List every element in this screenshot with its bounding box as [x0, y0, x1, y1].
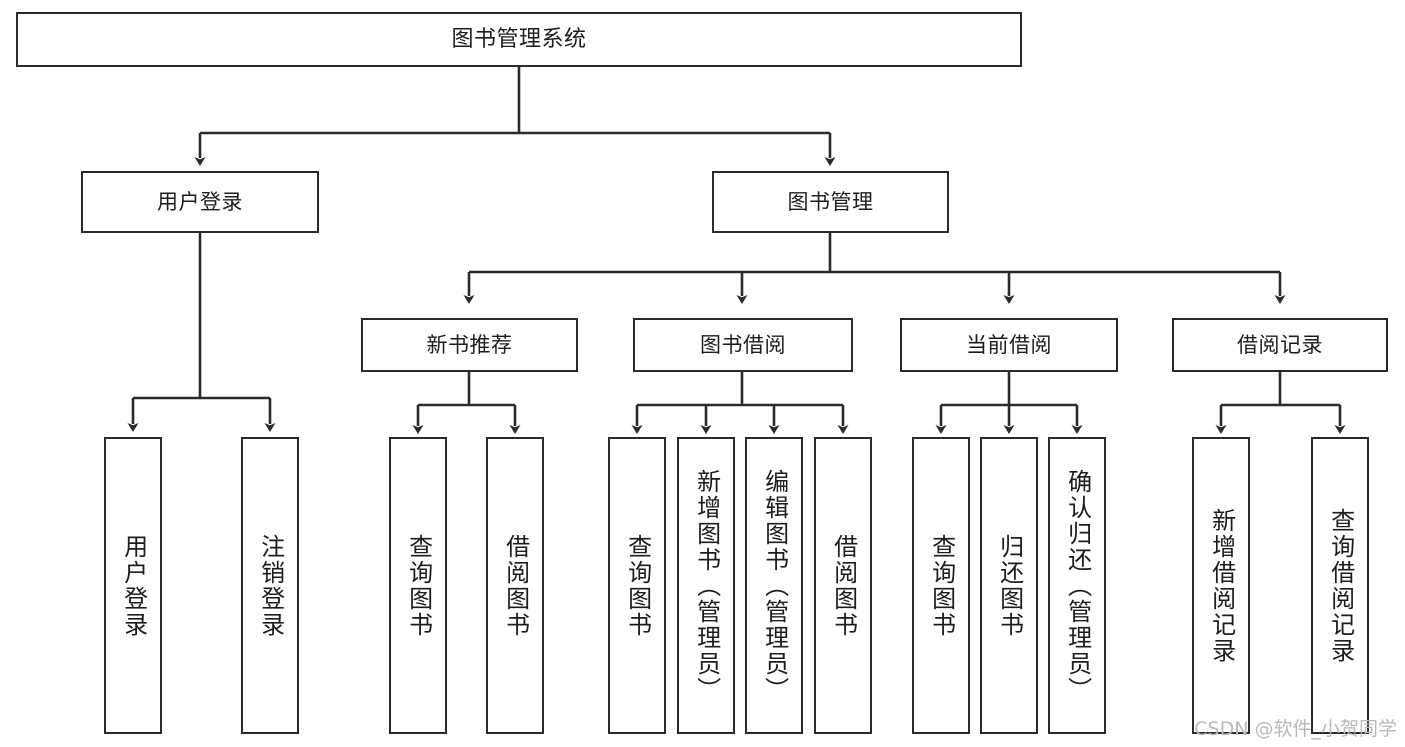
node-label: 用户登录	[119, 533, 148, 638]
leaf-borrow-record-add[interactable]: 新增借阅记录	[1192, 437, 1250, 734]
node-label: 查询借阅记录	[1326, 507, 1355, 664]
node-label: 借阅记录	[1237, 332, 1323, 357]
node-label: 当前借阅	[966, 332, 1052, 357]
watermark-text: CSDN @软件_小贺同学	[1194, 718, 1397, 740]
node-label: 新增图书（管理员）	[692, 468, 721, 703]
node-user-login[interactable]: 用户登录	[81, 171, 319, 233]
node-label: 编辑图书（管理员）	[760, 468, 789, 703]
leaf-book-borrow-add[interactable]: 新增图书（管理员）	[677, 437, 735, 734]
leaf-borrow-record-query[interactable]: 查询借阅记录	[1311, 437, 1369, 734]
leaf-user-login-logout[interactable]: 注销登录	[241, 437, 299, 734]
leaf-new-book-borrow[interactable]: 借阅图书	[486, 437, 544, 734]
leaf-current-borrow-return[interactable]: 归还图书	[980, 437, 1038, 734]
node-book-management[interactable]: 图书管理	[712, 171, 949, 233]
node-label: 查询图书	[623, 533, 652, 638]
node-label: 用户登录	[157, 189, 243, 214]
leaf-book-borrow-edit[interactable]: 编辑图书（管理员）	[745, 437, 803, 734]
node-label: 查询图书	[927, 533, 956, 638]
node-label: 图书管理系统	[451, 26, 587, 52]
node-label: 注销登录	[256, 533, 285, 638]
leaf-user-login-login[interactable]: 用户登录	[104, 437, 162, 734]
node-current-borrow[interactable]: 当前借阅	[900, 318, 1118, 372]
node-label: 借阅图书	[501, 533, 530, 638]
node-borrow-record[interactable]: 借阅记录	[1172, 318, 1388, 372]
node-label: 新增借阅记录	[1207, 507, 1236, 664]
leaf-book-borrow-query[interactable]: 查询图书	[608, 437, 666, 734]
node-label: 图书借阅	[700, 332, 786, 357]
node-label: 图书管理	[787, 189, 874, 214]
node-label: 确认归还（管理员）	[1063, 468, 1092, 703]
leaf-book-borrow-borrow[interactable]: 借阅图书	[814, 437, 872, 734]
node-label: 查询图书	[404, 533, 433, 638]
node-label: 归还图书	[995, 533, 1024, 638]
leaf-new-book-query[interactable]: 查询图书	[389, 437, 447, 734]
node-root-system[interactable]: 图书管理系统	[16, 12, 1022, 67]
leaf-current-borrow-query[interactable]: 查询图书	[912, 437, 970, 734]
node-book-borrow[interactable]: 图书借阅	[633, 318, 853, 372]
node-label: 新书推荐	[426, 332, 513, 357]
node-new-book-recommend[interactable]: 新书推荐	[361, 318, 578, 372]
leaf-current-borrow-confirm-return[interactable]: 确认归还（管理员）	[1048, 437, 1106, 734]
node-label: 借阅图书	[829, 533, 858, 638]
